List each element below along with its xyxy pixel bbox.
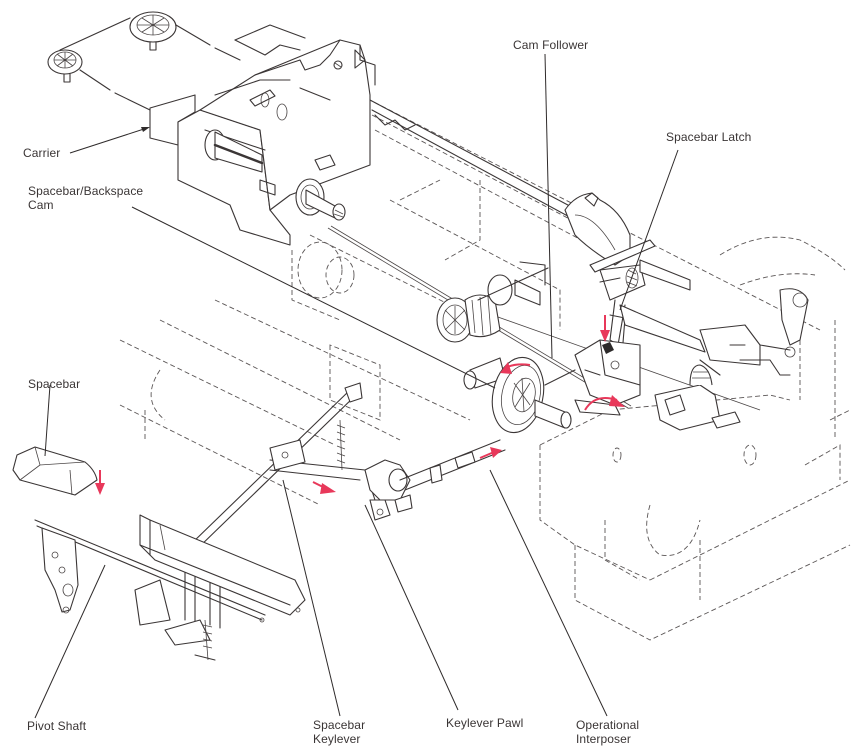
leader-pivot-shaft bbox=[34, 564, 106, 719]
label-operational-interposer: Operational Interposer bbox=[576, 718, 640, 746]
interposer-right-arrow bbox=[479, 447, 502, 459]
leader-keylever-pawl bbox=[364, 504, 459, 711]
cam-follower-part bbox=[574, 339, 641, 406]
label-cam-follower: Cam Follower bbox=[513, 38, 589, 52]
label-spacebar: Spacebar bbox=[28, 377, 81, 391]
label-spacebar-backspace-cam: Spacebar/Backspace Cam bbox=[28, 184, 144, 212]
leader-spacebar bbox=[44, 384, 51, 457]
label-pivot-shaft: Pivot Shaft bbox=[27, 719, 87, 733]
leader-cam-follower bbox=[544, 53, 553, 359]
leader-operational-interposer bbox=[489, 469, 608, 717]
carrier bbox=[149, 24, 376, 246]
leader-spacebar-keylever bbox=[282, 479, 341, 717]
motion-arrows bbox=[95, 315, 625, 495]
cam-ccw-arrow bbox=[500, 362, 531, 374]
gear-clutch bbox=[436, 261, 549, 343]
spacebar-down-arrow bbox=[95, 470, 105, 495]
leader-spacebar-latch bbox=[619, 149, 679, 311]
escapement-wheel bbox=[564, 192, 631, 266]
spacebar-key bbox=[12, 446, 98, 496]
label-carrier: Carrier bbox=[23, 146, 61, 160]
label-spacebar-latch: Spacebar Latch bbox=[666, 130, 752, 144]
keylever-mechanism bbox=[34, 382, 506, 661]
cam-follower-down-arrow bbox=[600, 315, 610, 342]
label-keylever-pawl: Keylever Pawl bbox=[446, 716, 524, 730]
spacebar-backspace-cam bbox=[463, 356, 621, 434]
keylever-right-arrow bbox=[312, 481, 336, 494]
latch-assembly bbox=[589, 239, 809, 376]
ribbon-spools bbox=[47, 11, 241, 111]
right-clamp bbox=[654, 364, 741, 431]
leader-spacebar-backspace-cam bbox=[131, 206, 496, 389]
leader-lines bbox=[34, 53, 679, 719]
shaft-cw-arrow bbox=[584, 395, 625, 411]
leader-carrier bbox=[69, 127, 148, 154]
label-spacebar-keylever: Spacebar Keylever bbox=[313, 718, 366, 746]
